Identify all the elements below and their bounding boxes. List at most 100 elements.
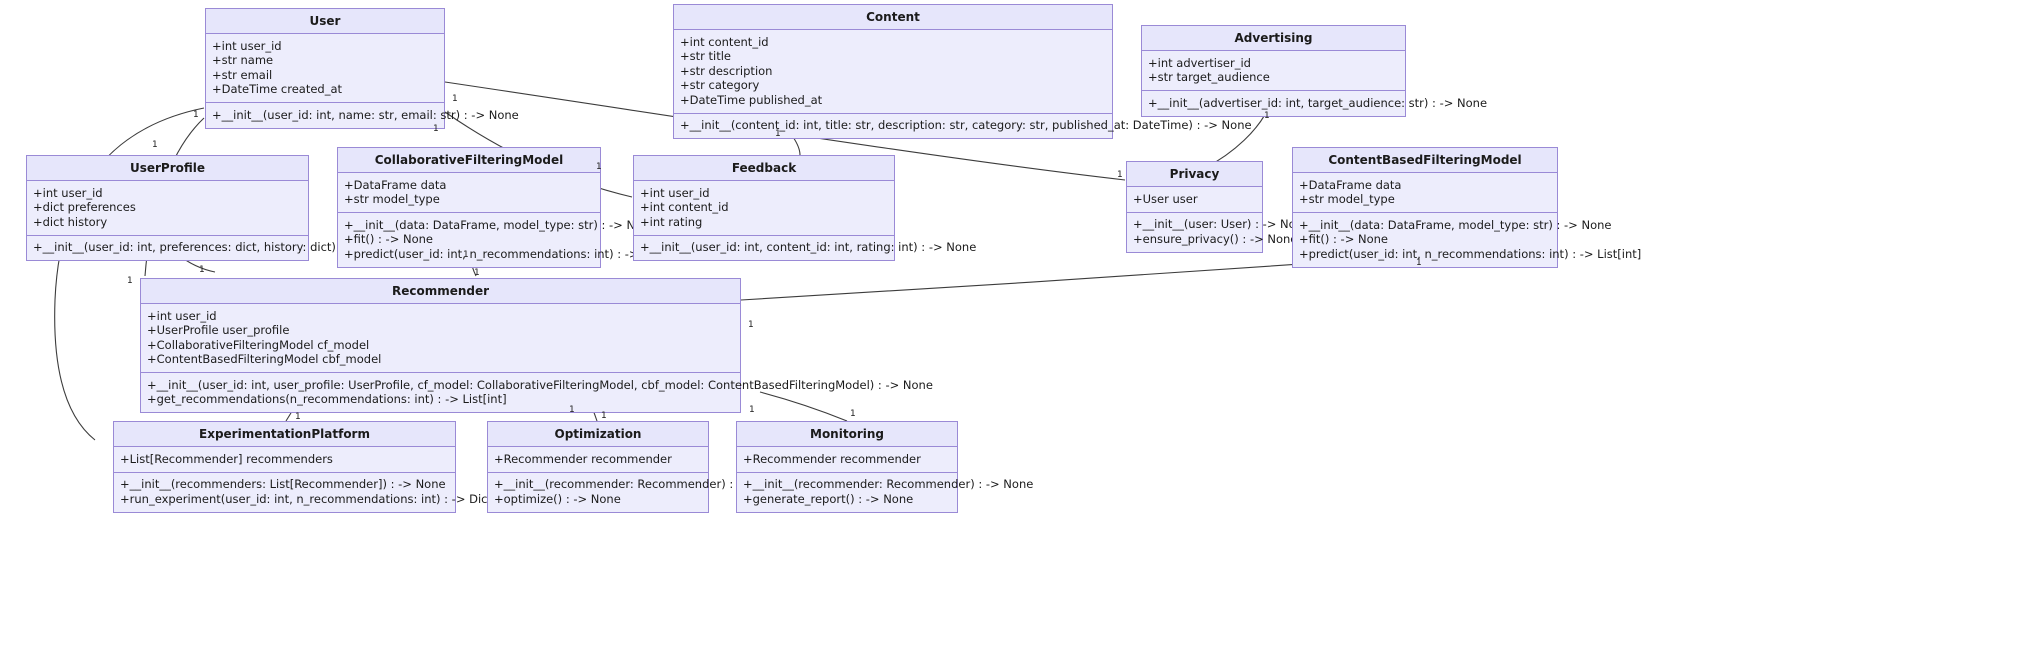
uml-attribute: +dict preferences: [33, 200, 136, 214]
uml-method: +get_recommendations(n_recommendations: …: [147, 392, 507, 406]
uml-attributes-feedback: +int user_id+int content_id+int rating: [634, 181, 894, 236]
multiplicity-label: 1: [569, 405, 575, 415]
uml-class-cbfmodel[interactable]: ContentBasedFilteringModel+DataFrame dat…: [1292, 147, 1641, 268]
uml-method: +__init__(user: User) : -> None: [1133, 217, 1311, 231]
uml-class-title-monitoring: Monitoring: [737, 422, 957, 447]
uml-attribute: +Recommender recommender: [743, 451, 921, 466]
uml-attributes-userprofile: +int user_id+dict preferences+dict histo…: [27, 181, 308, 236]
uml-attributes-optimization: +Recommender recommender: [488, 447, 708, 473]
uml-method: +__init__(advertiser_id: int, target_aud…: [1148, 95, 1488, 110]
uml-methods-feedback: +__init__(user_id: int, content_id: int,…: [634, 235, 977, 260]
uml-attribute: +List[Recommender] recommenders: [120, 451, 333, 466]
uml-attribute: +int user_id: [640, 185, 710, 200]
uml-class-userprofile[interactable]: UserProfile+int user_id+dict preferences…: [26, 155, 395, 261]
uml-attribute: +DataFrame data: [344, 177, 447, 192]
uml-method: +__init__(user_id: int, content_id: int,…: [640, 240, 977, 254]
uml-class-title-cfmodel: CollaborativeFilteringModel: [338, 148, 600, 173]
uml-method: +__init__(data: DataFrame, model_type: s…: [1299, 217, 1612, 232]
uml-class-advertising[interactable]: Advertising+int advertiser_id+str target…: [1141, 25, 1488, 117]
uml-methods-privacy: +__init__(user: User) : -> None+ensure_p…: [1127, 212, 1311, 252]
multiplicity-label: 1: [474, 268, 480, 278]
uml-attribute: +int advertiser_id: [1148, 55, 1251, 70]
uml-class-title-recommender: Recommender: [141, 279, 740, 304]
uml-methods-advertising: +__init__(advertiser_id: int, target_aud…: [1142, 91, 1488, 116]
uml-class-title-cbfmodel: ContentBasedFilteringModel: [1293, 148, 1557, 173]
uml-class-optimization[interactable]: Optimization +Recommender recommender +__i…: [487, 421, 785, 513]
uml-class-experimentation[interactable]: ExperimentationPlatform +List[Recommender…: [113, 421, 568, 513]
uml-class-privacy[interactable]: Privacy+User user+__init__(user: User) :…: [1126, 161, 1311, 253]
uml-methods-content: +__init__(content_id: int, title: str, d…: [674, 113, 1252, 138]
uml-methods-user: +__init__(user_id: int, name: str, email…: [206, 103, 519, 128]
uml-method: +__init__(recommender: Recommender) : ->…: [494, 477, 785, 491]
uml-method: +__init__(user_id: int, preferences: dic…: [33, 240, 395, 254]
uml-method: +fit() : -> None: [1299, 232, 1388, 246]
uml-method: +__init__(user_id: int, name: str, email…: [212, 107, 519, 122]
multiplicity-label: 1: [463, 250, 469, 260]
uml-attribute: +int user_id: [212, 38, 282, 53]
multiplicity-label: 1: [749, 405, 755, 415]
multiplicity-label: 1: [1416, 258, 1422, 268]
uml-attributes-content: +int content_id+str title+str descriptio…: [674, 30, 1112, 114]
uml-attribute: +str title: [680, 49, 732, 63]
uml-attribute: +str model_type: [344, 192, 440, 206]
uml-class-monitoring[interactable]: Monitoring+Recommender recommender+__ini…: [736, 421, 1033, 513]
uml-class-content[interactable]: Content+int content_id+str title+str des…: [673, 4, 1252, 139]
uml-attributes-monitoring: +Recommender recommender: [737, 447, 957, 473]
uml-attribute: +Recommender recommender: [494, 451, 672, 466]
uml-attribute: +int user_id: [147, 308, 217, 323]
multiplicity-label: 1: [127, 276, 133, 286]
uml-method: +__init__(recommenders: List[Recommender…: [120, 477, 446, 491]
uml-class-title-user: User: [206, 9, 444, 34]
uml-class-cfmodel[interactable]: CollaborativeFilteringModel+DataFrame da…: [337, 147, 687, 268]
uml-attribute: +ContentBasedFilteringModel cbf_model: [147, 352, 382, 366]
uml-attribute: +DateTime published_at: [680, 92, 823, 107]
uml-attribute: +str model_type: [1299, 192, 1395, 206]
uml-attributes-experimentation: +List[Recommender] recommenders: [114, 447, 455, 473]
multiplicity-label: 1: [601, 411, 607, 421]
uml-method: +generate_report() : -> None: [743, 491, 914, 506]
uml-method: +predict(user_id: int, n_recommendations…: [344, 246, 687, 261]
uml-class-recommender[interactable]: Recommender +int user_id+UserProfile user…: [140, 278, 933, 413]
uml-attributes-cfmodel: +DataFrame data+str model_type: [338, 173, 600, 213]
multiplicity-label: 1: [1117, 170, 1123, 180]
uml-class-title-content: Content: [674, 5, 1112, 30]
uml-class-feedback[interactable]: Feedback+int user_id+int content_id+int …: [633, 155, 977, 261]
uml-method: +__init__(data: DataFrame, model_type: s…: [344, 217, 657, 232]
uml-methods-optimization: +__init__(recommender: Recommender) : ->…: [488, 472, 785, 512]
multiplicity-label: 1: [433, 124, 439, 134]
uml-methods-cbfmodel: +__init__(data: DataFrame, model_type: s…: [1293, 213, 1641, 267]
uml-attribute: +CollaborativeFilteringModel cf_model: [147, 337, 370, 352]
uml-method: +optimize() : -> None: [494, 491, 621, 506]
uml-class-title-feedback: Feedback: [634, 156, 894, 181]
uml-attributes-privacy: +User user: [1127, 187, 1262, 213]
multiplicity-label: 1: [748, 320, 754, 330]
uml-attribute: +UserProfile user_profile: [147, 323, 290, 337]
uml-attribute: +dict history: [33, 214, 108, 229]
uml-class-user[interactable]: User+int user_id+str name+str email+Date…: [205, 8, 519, 129]
uml-class-title-userprofile: UserProfile: [27, 156, 308, 181]
uml-class-title-advertising: Advertising: [1142, 26, 1405, 51]
multiplicity-label: 1: [152, 140, 158, 150]
multiplicity-label: 1: [850, 409, 856, 419]
multiplicity-label: 1: [775, 129, 781, 139]
multiplicity-label: 1: [1264, 111, 1270, 121]
uml-class-title-optimization: Optimization: [488, 422, 708, 447]
uml-attribute: +User user: [1133, 191, 1198, 206]
uml-attributes-advertising: +int advertiser_id+str target_audience: [1142, 51, 1405, 91]
uml-attribute: +int rating: [640, 214, 703, 229]
uml-attribute: +str name: [212, 53, 274, 67]
multiplicity-label: 1: [452, 94, 458, 104]
uml-methods-experimentation: +__init__(recommenders: List[Recommender…: [114, 472, 568, 512]
uml-attribute: +DateTime created_at: [212, 82, 343, 96]
uml-methods-userprofile: +__init__(user_id: int, preferences: dic…: [27, 235, 395, 260]
uml-attributes-user: +int user_id+str name+str email+DateTime…: [206, 34, 444, 103]
uml-attribute: +str email: [212, 67, 273, 82]
uml-method: +__init__(user_id: int, user_profile: Us…: [147, 377, 933, 392]
uml-methods-cfmodel: +__init__(data: DataFrame, model_type: s…: [338, 213, 687, 267]
uml-method: +run_experiment(user_id: int, n_recommen…: [120, 491, 568, 506]
uml-method: +ensure_privacy() : -> None: [1133, 231, 1298, 246]
multiplicity-label: 1: [199, 265, 205, 275]
uml-attribute: +int content_id: [640, 200, 729, 214]
uml-class-title-experimentation: ExperimentationPlatform: [114, 422, 455, 447]
